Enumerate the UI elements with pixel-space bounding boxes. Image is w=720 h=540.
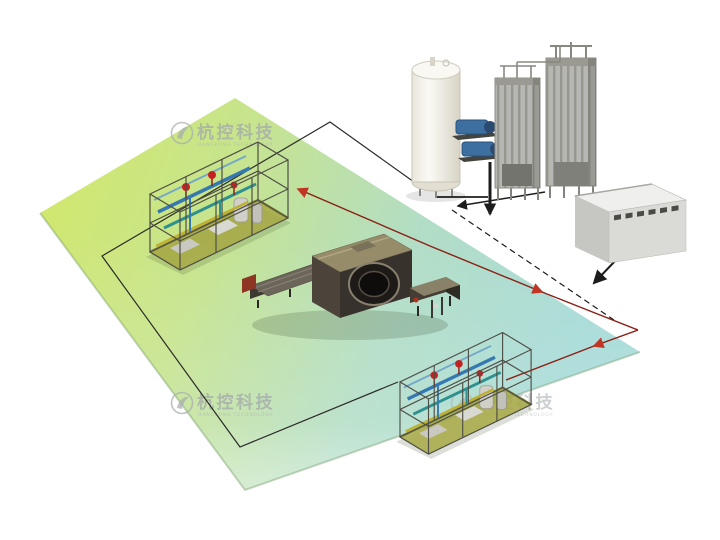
flow-loop-to-upper-skid [296,187,431,247]
flow-loop-to-right [429,245,544,294]
watermark-cn-text: 杭控科技 [197,392,275,413]
machine-main-body [311,233,413,318]
machine-red-end [242,274,256,293]
processing-machine [242,233,460,340]
flow-loop-to-lower-skid [505,345,595,381]
watermark-en-text: HANGKONG TECHNOLOGY [198,142,273,148]
plant-building [573,183,688,264]
flow-loop-to-lower-skid-arrow [592,329,639,349]
watermark-bottom-left: 杭控科技 HANGKONG TECHNOLOGY [170,391,275,418]
building-windows [614,205,679,221]
flow-silo-building-dashed [451,209,615,321]
silo-base-cabinet [502,164,532,186]
watermark-cn-text: 杭控科技 [197,122,275,143]
silo-base-cabinet [554,162,588,186]
storage-tank [406,57,466,202]
watermark-en-text: HANGKONG TECHNOLOGY [198,412,273,418]
tank-top-nozzle [430,57,435,66]
watermark-top-left: 杭控科技 HANGKONG TECHNOLOGY [170,121,275,148]
building-side-face [575,196,609,263]
flow-tank-feed-loop [101,121,415,448]
gas-silos [494,42,597,200]
flow-building-feed-arrow [592,259,617,285]
machine-outfeed-unit [410,277,460,318]
flow-silo-feed-arrow [456,191,546,210]
flow-loop-right-corner [541,291,639,331]
